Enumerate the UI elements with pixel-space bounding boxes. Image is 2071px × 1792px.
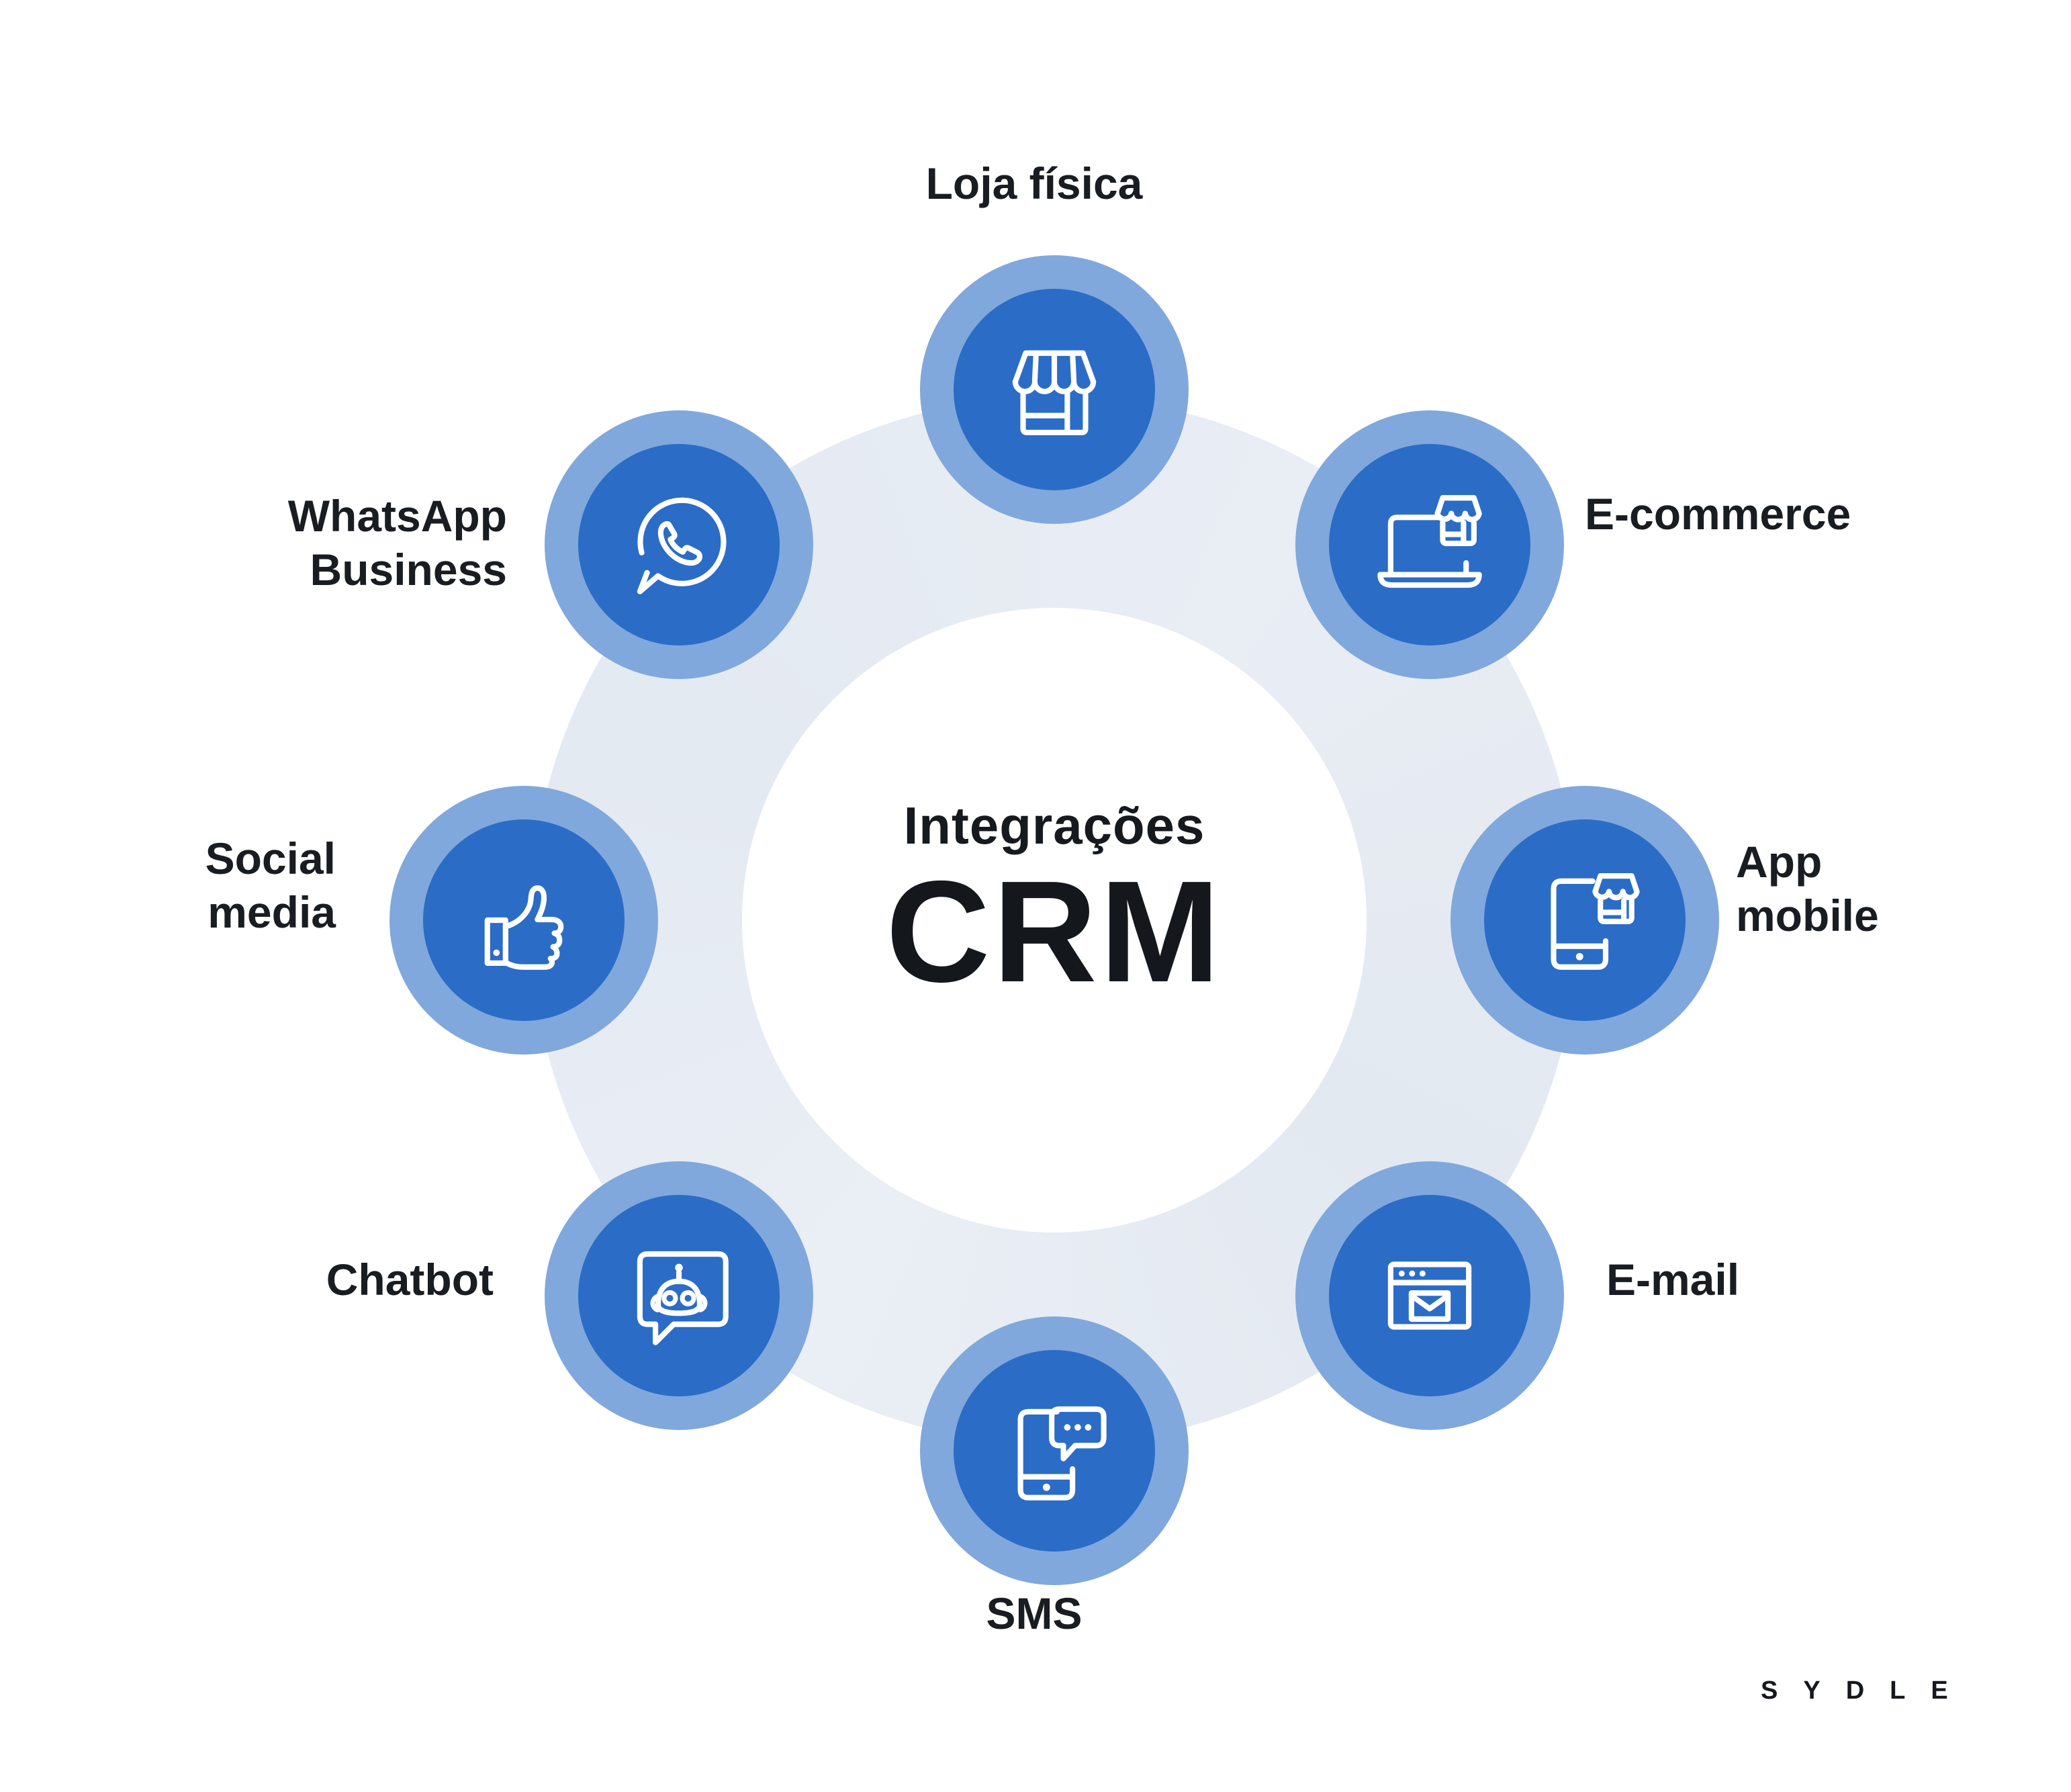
- node-inner-app-mobile: [1484, 819, 1686, 1021]
- label-sms: SMS: [986, 1588, 1083, 1638]
- node-sms: [920, 1316, 1189, 1585]
- node-inner-sms: [954, 1350, 1155, 1552]
- label-whatsapp-business: WhatsApp Business: [287, 491, 507, 594]
- node-inner-e-mail: [1329, 1195, 1530, 1396]
- center-circle: Integrações CRM: [742, 608, 1367, 1233]
- thumbs-up-icon: [461, 858, 586, 983]
- node-inner-e-commerce: [1329, 444, 1530, 645]
- laptop-store-icon: [1367, 482, 1492, 607]
- sydle-logo: SYDLE: [1761, 1676, 1974, 1705]
- center-title: CRM: [886, 850, 1223, 1013]
- label-e-mail: E-mail: [1606, 1255, 1740, 1304]
- label-chatbot: Chatbot: [326, 1255, 494, 1304]
- node-loja-fisica: [920, 255, 1189, 524]
- node-whatsapp-business: [545, 410, 813, 679]
- node-inner-chatbot: [578, 1195, 780, 1396]
- node-e-mail: [1295, 1161, 1564, 1430]
- label-loja-fisica: Loja física: [925, 159, 1143, 208]
- node-social-media: [389, 786, 658, 1055]
- phone-chat-icon: [992, 1388, 1117, 1513]
- node-inner-whatsapp-business: [578, 444, 780, 645]
- label-e-commerce: E-commerce: [1585, 489, 1851, 539]
- browser-mail-icon: [1367, 1233, 1492, 1358]
- node-chatbot: [545, 1161, 813, 1430]
- center-subtitle: Integrações: [903, 795, 1205, 855]
- robot-chat-icon: [616, 1233, 741, 1358]
- label-social-media: Social media: [205, 834, 336, 937]
- label-app-mobile: App mobile: [1736, 837, 1879, 940]
- node-inner-social-media: [423, 819, 625, 1021]
- whatsapp-icon: [616, 482, 741, 607]
- node-app-mobile: [1451, 786, 1719, 1055]
- node-e-commerce: [1295, 410, 1564, 679]
- storefront-icon: [992, 327, 1117, 452]
- node-inner-loja-fisica: [954, 289, 1155, 490]
- phone-store-icon: [1522, 858, 1647, 983]
